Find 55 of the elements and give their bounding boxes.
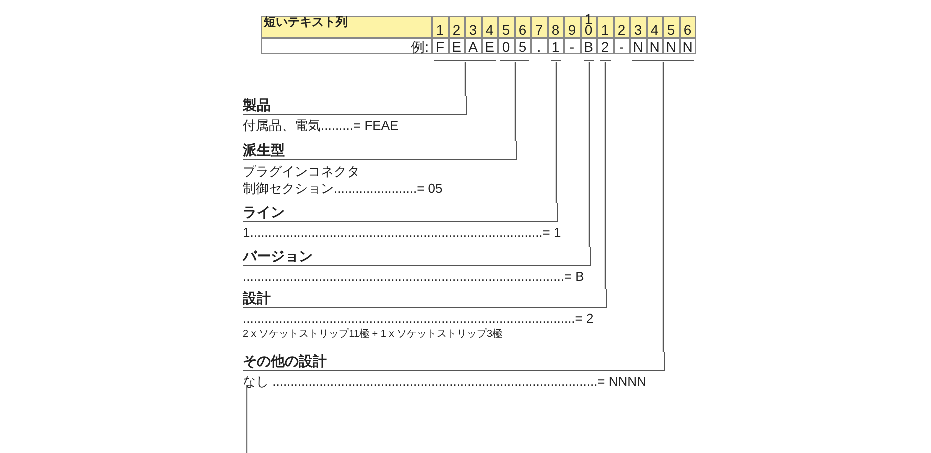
section-heading: 設計: [243, 289, 606, 308]
code-cell: -: [614, 38, 630, 54]
leader-line: [464, 62, 466, 96]
digit-cell: 7: [531, 16, 548, 38]
leader-line: [604, 62, 606, 289]
note-text: 2 x ソケットストリップ11極 + 1 x ソケットストリップ3極: [243, 328, 504, 342]
digit-cell: 5: [498, 16, 514, 38]
code-section: [243, 352, 664, 390]
value-text: .........................................................................................= B: [243, 268, 586, 285]
code-cell: F: [432, 38, 448, 54]
section-heading: その他の設計: [243, 352, 664, 371]
code-section: [243, 96, 466, 134]
example-label-cell: 例:: [261, 38, 432, 54]
code-cell: .: [531, 38, 548, 54]
digit-cell: 1: [432, 16, 448, 38]
code-cell: N: [630, 38, 646, 54]
leader-line: [662, 62, 664, 352]
table-header-text: 短いテキスト列: [264, 17, 349, 31]
value-text: ............................................................................................= 2: [243, 310, 595, 327]
code-section: [243, 141, 516, 197]
digit-cell: 10: [580, 16, 597, 38]
code-cell: 1: [548, 38, 564, 54]
value-text: 付属品、電気.........= FEAE: [243, 117, 400, 134]
code-cell: N: [663, 38, 680, 54]
leader-line: [588, 62, 590, 247]
leader-line: [514, 62, 516, 141]
digit-cell: 2: [448, 16, 465, 38]
code-cell: 5: [514, 38, 531, 54]
value-text: プラグインコネクタ制御セクション.......................= 05: [243, 163, 444, 197]
digit-cell: 1: [597, 16, 614, 38]
digit-cell: 5: [663, 16, 680, 38]
code-cell: N: [646, 38, 663, 54]
code-cell: E: [482, 38, 498, 54]
code-cell: E: [448, 38, 465, 54]
digit-cell: 3: [465, 16, 482, 38]
code-cell: N: [680, 38, 696, 54]
section-heading: ライン: [243, 203, 558, 222]
digit-cell: 4: [646, 16, 663, 38]
code-cell: A: [465, 38, 482, 54]
digit-cell: 4: [482, 16, 498, 38]
digit-cell: 3: [630, 16, 646, 38]
code-cell: B: [580, 38, 597, 54]
section-heading: 派生型: [243, 141, 516, 160]
section-heading: 製品: [243, 96, 466, 115]
digit-cell: 9: [564, 16, 580, 38]
value-text: なし ..........................................................................................= NNNN: [243, 373, 648, 390]
digit-cell: 8: [548, 16, 564, 38]
section-heading: バージョン: [243, 247, 590, 266]
code-cell: 2: [597, 38, 614, 54]
code-cell: -: [564, 38, 580, 54]
code-cell: 0: [498, 38, 514, 54]
digit-cell: 6: [680, 16, 696, 38]
leader-line: [556, 62, 558, 203]
digit-cell: 6: [514, 16, 531, 38]
digit-cell: 2: [614, 16, 630, 38]
